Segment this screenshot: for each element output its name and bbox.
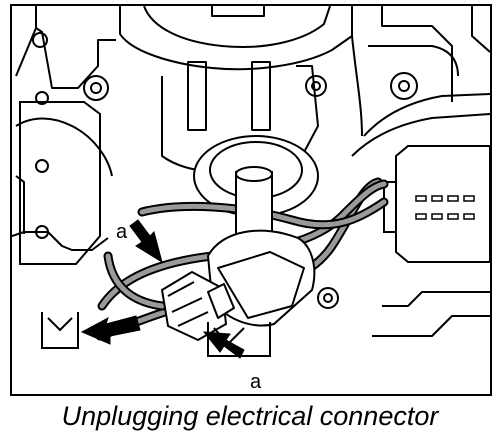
mount-hole [323, 293, 333, 303]
callout-label-upper: a [116, 221, 128, 243]
mount-hole [35, 225, 49, 239]
mount-hole [32, 32, 48, 48]
direction-arrows [80, 219, 245, 359]
mount-hole [305, 75, 327, 97]
callout-label-lower: a [250, 371, 262, 393]
connector-diagram: a a [12, 6, 490, 393]
right-housing [351, 6, 490, 337]
mounting-plate [19, 32, 109, 265]
upper-housing [119, 6, 418, 309]
mount-hole [317, 287, 339, 309]
plug-connector [161, 229, 316, 341]
mount-hole [35, 159, 49, 173]
arrow-icon [129, 219, 163, 264]
diagram-frame: a a [10, 4, 492, 396]
mount-hole [398, 80, 410, 92]
mount-hole [390, 72, 418, 100]
multi-pin-connector [383, 145, 490, 263]
connector-pins [415, 195, 475, 220]
arrow-icon [80, 315, 141, 345]
mount-hole [35, 91, 49, 105]
mount-hole [311, 81, 321, 91]
housing-outline [12, 6, 116, 251]
mount-hole [83, 75, 109, 101]
mount-hole [90, 82, 102, 94]
figure-caption: Unplugging electrical connector [61, 401, 439, 431]
arrow-icon [202, 331, 245, 359]
